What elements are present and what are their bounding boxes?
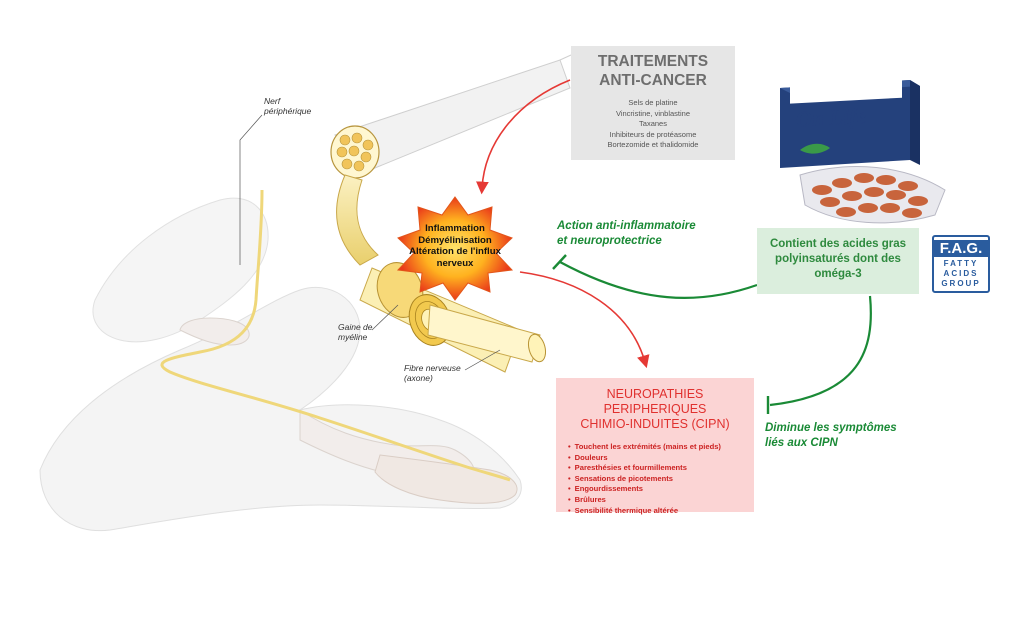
neuropathies-title: NEUROPATHIES PERIPHERIQUES CHIMIO-INDUIT… [580,387,730,431]
burst-text: Inflammation Démyélinisation Altération … [409,223,501,269]
symptom-item: Sensibilité thermique altérée [568,506,754,517]
symptom-item: Touchent les extrémités (mains et pieds) [568,442,754,453]
myelin-sheath-axon [359,262,547,373]
traitement-item: Bortezomide et thalidomide [607,140,699,149]
traitements-list: Sels de platine Vincristine, vinblastine… [571,98,735,151]
traitement-item: Vincristine, vinblastine [615,108,691,118]
product-blister [799,166,946,224]
label-gaine-myeline: Gaine de myéline [338,322,373,342]
symptom-item: Engourdissements [568,484,754,495]
nerve-fibre [336,174,379,266]
action-anti-inflammatoire-text: Action anti-inflammatoire et neuroprotec… [557,220,696,247]
product-package [780,47,920,168]
inflammation-burst [396,196,514,301]
green-inhibitor-to-burst [559,261,758,300]
nerve-bundle-cross-section [330,125,380,179]
symptom-item: Brûlures [568,495,754,506]
label-nerf-peripherique: Nerf périphérique [264,96,312,116]
gaine-callout-line [371,304,399,331]
product-leaf-icon [800,143,830,154]
nerve-callout-line [239,114,263,265]
green-inhibitor-to-neuro [769,295,872,407]
neuropathies-list: Touchent les extrémités (mains et pieds)… [568,442,754,516]
traitement-item: Taxanes [639,119,667,128]
traitement-item: Sels de platine [628,98,678,107]
symptom-item: Paresthésies et fourmillements [568,463,754,474]
neuropathies-box: NEUROPATHIES PERIPHERIQUES CHIMIO-INDUIT… [556,378,754,515]
red-arrow-to-neuro [519,271,650,369]
traitements-title: TRAITEMENTS ANTI-CANCER [597,53,709,89]
peripheral-nerve-line [160,189,511,482]
traitement-item: Inhibiteurs de protéasome [609,129,697,139]
label-fibre-nerveuse: Fibre nerveuse (axone) [404,363,461,383]
fag-logo: F.A.G. FATTY ACIDS GROUP [932,235,990,293]
product-brand-logo: On Life [795,102,867,132]
diminue-symptomes-text: Diminue les symptômes liés aux CIPN [765,422,897,449]
acides-gras-box: Contient des acides gras polyinsaturés d… [757,228,919,294]
fibre-callout-line [464,349,501,371]
traitements-box: TRAITEMENTS ANTI-CANCER Sels de platine … [571,46,735,160]
symptom-item: Douleurs [568,453,754,464]
symptom-item: Sensations de picotements [568,474,754,485]
red-arrow-to-burst [476,79,571,195]
